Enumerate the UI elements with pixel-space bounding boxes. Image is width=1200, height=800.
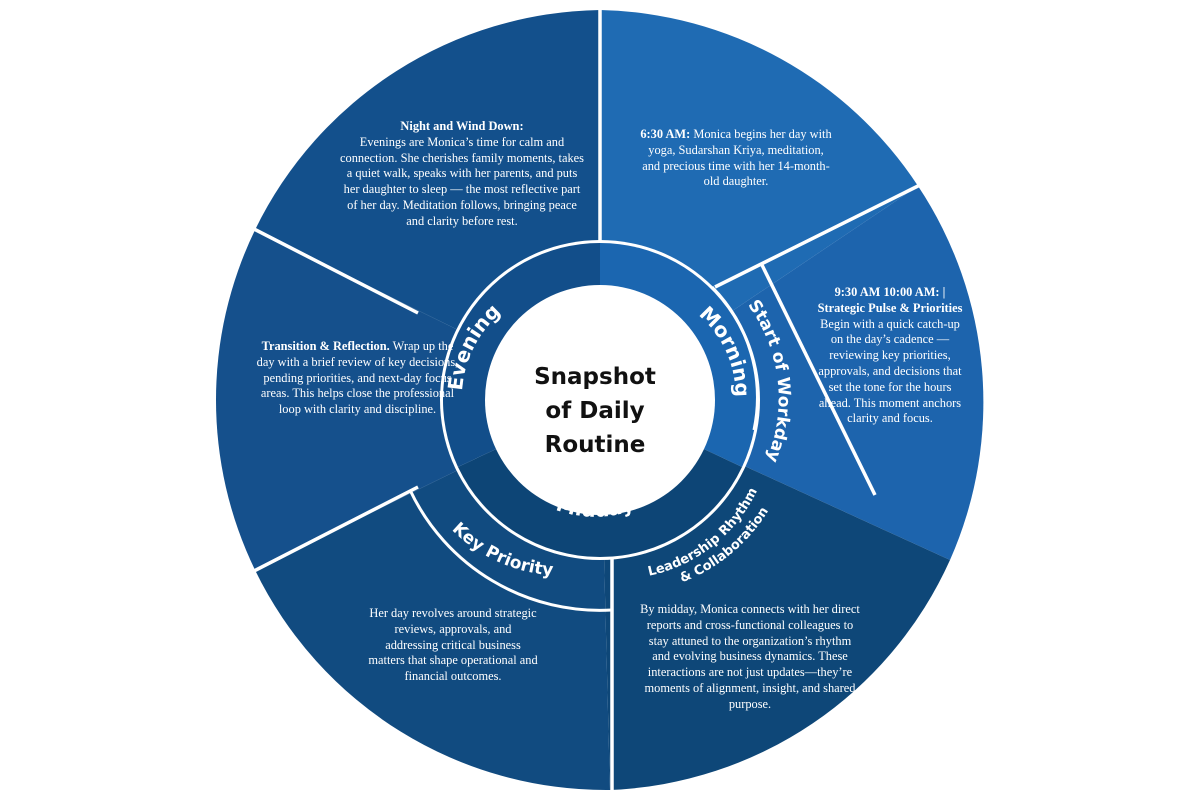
key-priority-text: Her day revolves around strategic review… xyxy=(368,606,538,684)
ring-arc-key-priority xyxy=(408,489,613,612)
morning-description: 6:30 AM: Monica begins her day with yoga… xyxy=(638,127,834,190)
leadership-description: By midday, Monica connects with her dire… xyxy=(640,602,860,713)
leadership-text: By midday, Monica connects with her dire… xyxy=(640,602,860,711)
center-title: Snapshot of Daily Routine xyxy=(500,360,690,462)
morning-text: Monica begins her day with yoga, Sudarsh… xyxy=(642,127,832,189)
morning-time: 6:30 AM: xyxy=(640,127,691,141)
segment-start-of-workday xyxy=(600,186,984,560)
workday-text: Begin with a quick catch-up on the day’s… xyxy=(818,316,962,426)
night-heading: Night and Wind Down: xyxy=(400,119,524,133)
title-line-3: Routine xyxy=(544,432,646,458)
ring-arc-start-workday xyxy=(710,285,759,431)
night-description: Night and Wind Down: Evenings are Monica… xyxy=(338,119,586,230)
key-priority-description: Her day revolves around strategic review… xyxy=(368,606,538,685)
transition-description: Transition & Reflection. Wrap up the day… xyxy=(255,339,460,418)
night-text: Evenings are Monica’s time for calm and … xyxy=(340,134,584,228)
transition-heading: Transition & Reflection. xyxy=(261,339,390,353)
transition-text: Wrap up the day with a brief review of k… xyxy=(256,339,459,417)
center-circle xyxy=(490,290,710,510)
workday-heading: 9:30 AM 10:00 AM: | Strategic Pulse & Pr… xyxy=(817,285,963,315)
workday-description: 9:30 AM 10:00 AM: | Strategic Pulse & Pr… xyxy=(815,285,965,427)
title-line-1: Snapshot xyxy=(534,364,656,390)
segment-transition xyxy=(215,230,600,570)
outer-dividers xyxy=(251,6,921,795)
title-line-2: of Daily xyxy=(545,398,645,424)
